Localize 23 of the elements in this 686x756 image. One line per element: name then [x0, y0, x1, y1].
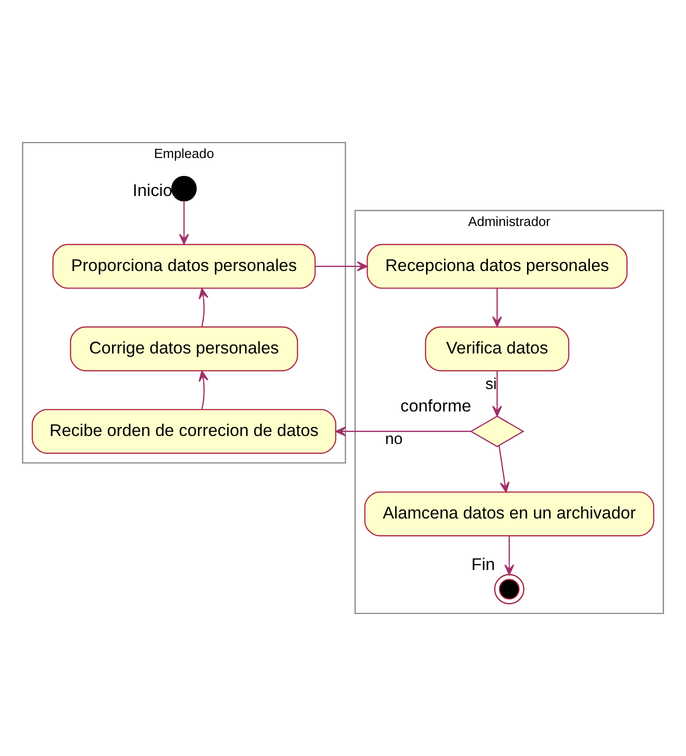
node-circle [171, 176, 197, 202]
node-box: Recibe orden de correcion de datos [32, 408, 336, 454]
node-box: Recepciona datos personales [366, 244, 628, 289]
arrow [179, 201, 189, 245]
node-box: Verifica datos [424, 326, 570, 372]
arrow [315, 261, 368, 272]
node-box: Corrige datos personales [70, 326, 298, 372]
arrow [504, 536, 514, 576]
node-label: Inicio [132, 181, 172, 200]
node-box: Alamcena datos en un archivador [364, 491, 654, 536]
arrow [335, 426, 471, 436]
arrow [198, 288, 208, 327]
arrow [492, 371, 502, 416]
node-label: conforme [400, 396, 472, 416]
arrow [492, 288, 502, 328]
node-label: Fin [471, 554, 495, 574]
edge-label: si [485, 376, 497, 394]
arrow [498, 445, 510, 493]
arrow [198, 370, 208, 410]
node-diamond [470, 416, 524, 448]
node-box: Proporciona datos personales [52, 244, 316, 289]
edge-label: no [385, 431, 403, 448]
node-circle [494, 574, 524, 604]
